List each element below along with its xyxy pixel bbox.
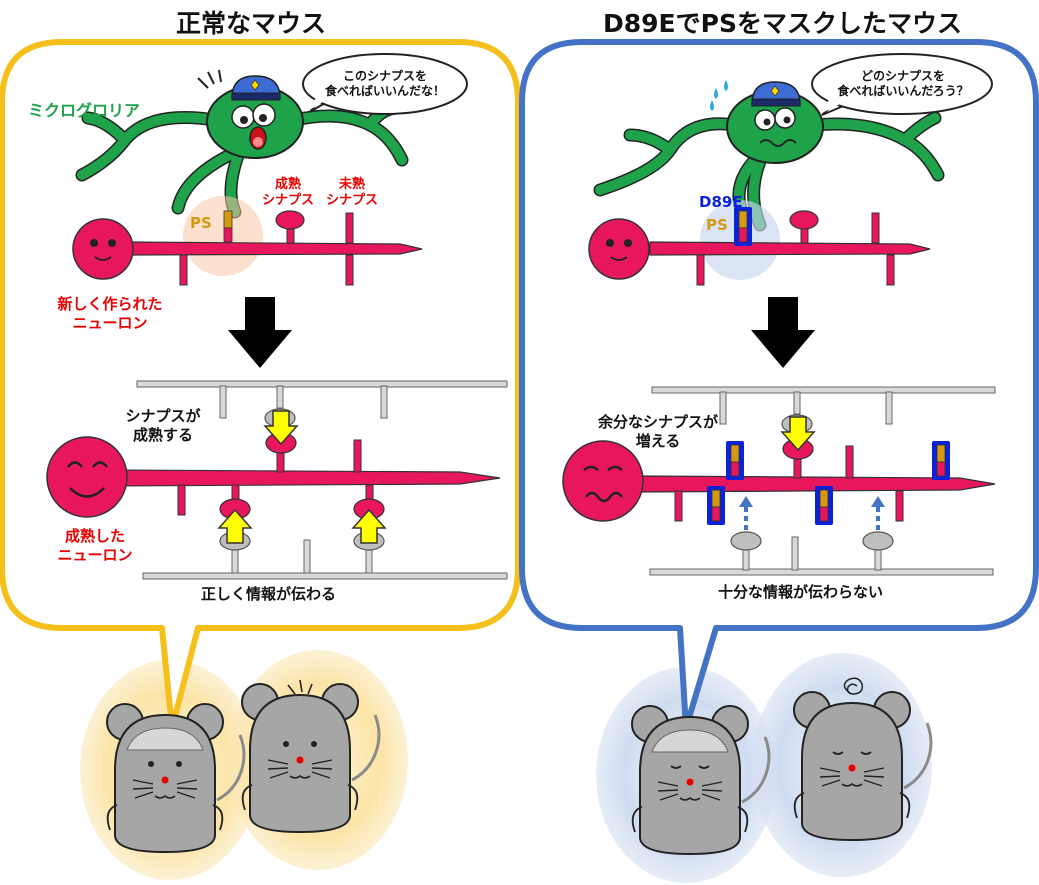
- mouse-left-1: [105, 702, 246, 854]
- confused-scribble-icon: [843, 677, 864, 695]
- new-neuron-label: 新しく作られた ニューロン: [57, 295, 163, 332]
- ps-masked-marker-right: [931, 440, 951, 481]
- speech-bubble-right: [811, 53, 993, 116]
- right-caption: 十分な情報が伝わらない: [718, 583, 884, 601]
- synapse-matures-label: シナプスが 成熟する: [125, 407, 201, 444]
- dashed-up-arrow-icon: [744, 505, 880, 530]
- microglia-label: ミクログロリア: [28, 101, 141, 120]
- mature-synapse-label: 成熟 シナプス: [261, 177, 314, 209]
- mature-neuron-label: 成熟した ニューロン: [57, 527, 133, 564]
- down-arrow-icon: [228, 297, 292, 368]
- ps-label-right: PS: [706, 216, 728, 234]
- new-neuron-right: [588, 210, 931, 286]
- ps-label-left: PS: [190, 214, 212, 232]
- ps-marker-left: [223, 210, 233, 243]
- mouse-right-2: [792, 677, 933, 842]
- speech-text-right: どのシナプスを 食べればいいんだろう？: [837, 69, 969, 98]
- left-caption: 正しく情報が伝わる: [201, 585, 337, 603]
- police-cap-icon: [751, 81, 801, 107]
- police-cap-icon: [231, 75, 281, 101]
- ps-halo-left: [183, 196, 263, 276]
- ps-masked-marker-right: [733, 206, 753, 247]
- dashed-up-arrowhead: [739, 496, 885, 507]
- extra-synapse-label: 余分なシナプスが 増える: [597, 413, 718, 450]
- surprise-lines-icon: [197, 69, 222, 89]
- speech-bubble-left: [302, 53, 468, 115]
- microglia-right: [593, 80, 945, 232]
- right-frame: [519, 39, 1039, 731]
- right-title: D89EでPSをマスクしたマウス: [603, 9, 962, 38]
- speech-text-left: このシナプスを 食べればいいんだな！: [324, 69, 445, 98]
- immature-synapse-label: 未熟 シナプス: [325, 177, 378, 209]
- d89e-label: D89E: [699, 193, 743, 211]
- ps-masked-marker-right: [814, 485, 834, 526]
- new-neuron-left: [72, 210, 423, 286]
- mouse-left-2: [240, 679, 381, 834]
- ps-masked-marker-right: [706, 485, 726, 526]
- left-title: 正常なマウス: [176, 9, 327, 38]
- mature-circuit-left: [46, 380, 508, 580]
- down-arrow-icon: [751, 297, 815, 368]
- mouse-right-1: [630, 704, 771, 856]
- sweat-drops-icon: [710, 80, 728, 111]
